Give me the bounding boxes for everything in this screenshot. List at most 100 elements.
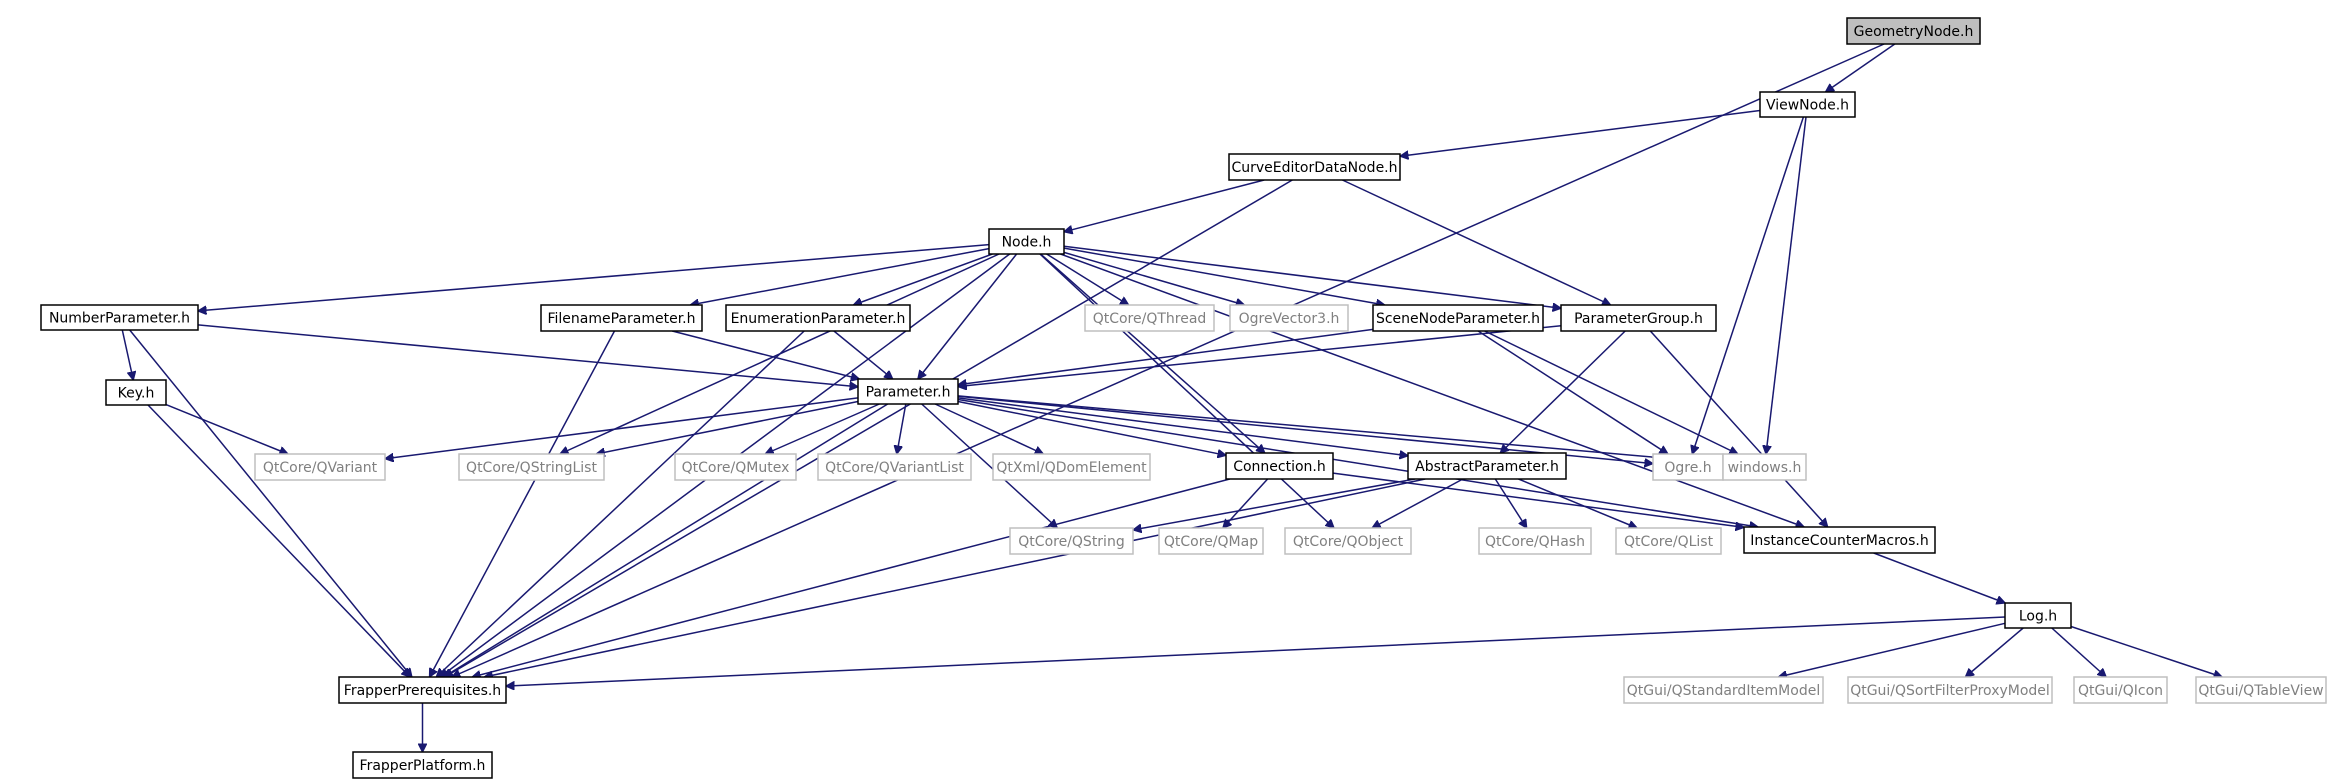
node-paramgroup[interactable]: ParameterGroup.h [1560,304,1717,332]
node-box-log [2004,602,2072,629]
edge-abstractparam-to-qhash [1494,478,1526,528]
node-ogrevector3: OgreVector3.h [1229,304,1349,332]
edge-abstractparam-to-qstring [1133,478,1416,530]
edge-node-to-enumparam [853,253,993,305]
node-box-abstractparam [1407,452,1567,480]
node-label-connection: Connection.h [1233,459,1326,475]
node-curveeditor[interactable]: CurveEditorDataNode.h [1228,153,1401,181]
node-qtableview: QtGui/QTableView [2195,676,2327,704]
node-box-key [105,379,167,406]
node-box-ogre [1652,453,1724,481]
edge-node-to-instancecounter [1060,253,1805,527]
node-qstringlist: QtCore/QStringList [458,453,605,481]
node-label-ogrevector3: OgreVector3.h [1239,311,1340,327]
edge-key-to-qvariant [165,403,288,454]
node-qstring: QtCore/QString [1009,527,1134,555]
node-log[interactable]: Log.h [2004,602,2072,629]
node-connection[interactable]: Connection.h [1225,452,1334,480]
node-scenenodeparam[interactable]: SceneNodeParameter.h [1372,304,1544,332]
edge-paramgroup-to-abstractparam [1500,330,1626,453]
node-key[interactable]: Key.h [105,379,167,406]
node-label-numberparam: NumberParameter.h [49,311,190,327]
edge-geometrynode-to-viewnode [1826,43,1896,92]
node-label-frapperprereq: FrapperPrerequisites.h [344,683,501,699]
edge-log-to-qsortfilter [1965,627,2024,677]
edge-scenenodeparam-to-parameter [958,328,1374,384]
edge-parameter-to-qstringlist [596,400,859,455]
edge-scenenodeparam-to-windows [1484,330,1738,454]
edge-abstractparam-to-qlist [1518,478,1638,528]
node-label-qmap: QtCore/QMap [1164,534,1258,550]
node-label-qobject: QtCore/QObject [1293,534,1404,550]
node-qsortfilter: QtGui/QSortFilterProxyModel [1847,676,2053,704]
edge-node-to-ogrevector3 [1063,251,1244,305]
node-box-scenenodeparam [1372,304,1544,332]
edge-parameter-to-qstring [921,403,1058,528]
node-box-qvariant [254,453,386,481]
node-label-qsortfilter: QtGui/QSortFilterProxyModel [1850,683,2050,699]
edge-parameter-to-qdomelement [934,403,1043,454]
node-box-curveeditor [1228,153,1401,181]
node-box-qstringlist [458,453,605,481]
edge-curveeditor-to-node [1064,179,1265,232]
node-box-paramgroup [1560,304,1717,332]
node-frapperprereq[interactable]: FrapperPrerequisites.h [338,676,507,704]
node-label-qtableview: QtGui/QTableView [2198,683,2323,699]
edge-parameter-to-connection [957,400,1226,456]
node-qdomelement: QtXml/QDomElement [992,453,1151,481]
node-box-qthread [1084,304,1215,332]
file-nodes: GeometryNode.hViewNode.hCurveEditorDataN… [40,17,2327,779]
edge-parameter-to-instancecounter [957,398,1758,528]
edge-instancecounter-to-log [1873,552,2005,603]
node-label-windows: windows.h [1728,460,1802,476]
edge-node-to-numberparam [198,243,990,311]
node-label-geometrynode: GeometryNode.h [1854,24,1974,40]
edge-key-to-frapperprereq [147,404,410,677]
node-abstractparam[interactable]: AbstractParameter.h [1407,452,1567,480]
node-label-key: Key.h [118,386,155,402]
node-ogre: Ogre.h [1652,453,1724,481]
node-qobject: QtCore/QObject [1284,527,1412,555]
edge-numberparam-to-parameter [197,324,858,387]
node-label-abstractparam: AbstractParameter.h [1415,459,1559,475]
edge-viewnode-to-curveeditor [1400,109,1761,157]
node-enumparam[interactable]: EnumerationParameter.h [725,304,911,332]
edge-parameter-to-abstractparam [957,397,1408,456]
node-box-qvariantlist [817,453,972,481]
node-box-ogrevector3 [1229,304,1349,332]
node-label-qmutex: QtCore/QMutex [682,460,790,476]
node-filenameparam[interactable]: FilenameParameter.h [540,304,703,332]
node-box-enumparam [725,304,911,332]
node-label-curveeditor: CurveEditorDataNode.h [1231,160,1397,176]
node-frapperplatform[interactable]: FrapperPlatform.h [352,751,493,779]
node-label-node: Node.h [1002,235,1052,251]
node-box-frapperplatform [352,751,493,779]
node-node[interactable]: Node.h [988,228,1065,255]
edge-paramgroup-to-parameter [958,325,1562,387]
node-viewnode[interactable]: ViewNode.h [1759,91,1856,118]
node-qicon: QtGui/QIcon [2073,676,2168,704]
edge-parameter-to-windows [957,395,1723,463]
edge-node-to-parameter [918,253,1018,379]
node-box-qhash [1478,527,1592,555]
node-parameter[interactable]: Parameter.h [857,378,959,405]
node-box-frapperprereq [338,676,507,704]
edge-log-to-qtableview [2070,625,2222,678]
node-box-qicon [2073,676,2168,704]
node-box-qdomelement [992,453,1151,481]
node-qvariant: QtCore/QVariant [254,453,386,481]
node-label-qicon: QtGui/QIcon [2078,683,2163,699]
node-qhash: QtCore/QHash [1478,527,1592,555]
edge-node-to-qthread [1046,253,1129,305]
node-instancecounter[interactable]: InstanceCounterMacros.h [1743,526,1936,554]
node-numberparam[interactable]: NumberParameter.h [40,304,199,331]
node-box-geometrynode [1846,17,1981,45]
edge-node-to-filenameparam [690,247,990,305]
node-box-parameter [857,378,959,405]
node-label-qlist: QtCore/QList [1624,534,1714,550]
node-box-connection [1225,452,1334,480]
node-box-numberparam [40,304,199,331]
edge-log-to-qstandarditemmodel [1778,622,2006,677]
edge-enumparam-to-parameter [833,330,893,379]
node-geometrynode[interactable]: GeometryNode.h [1846,17,1981,45]
